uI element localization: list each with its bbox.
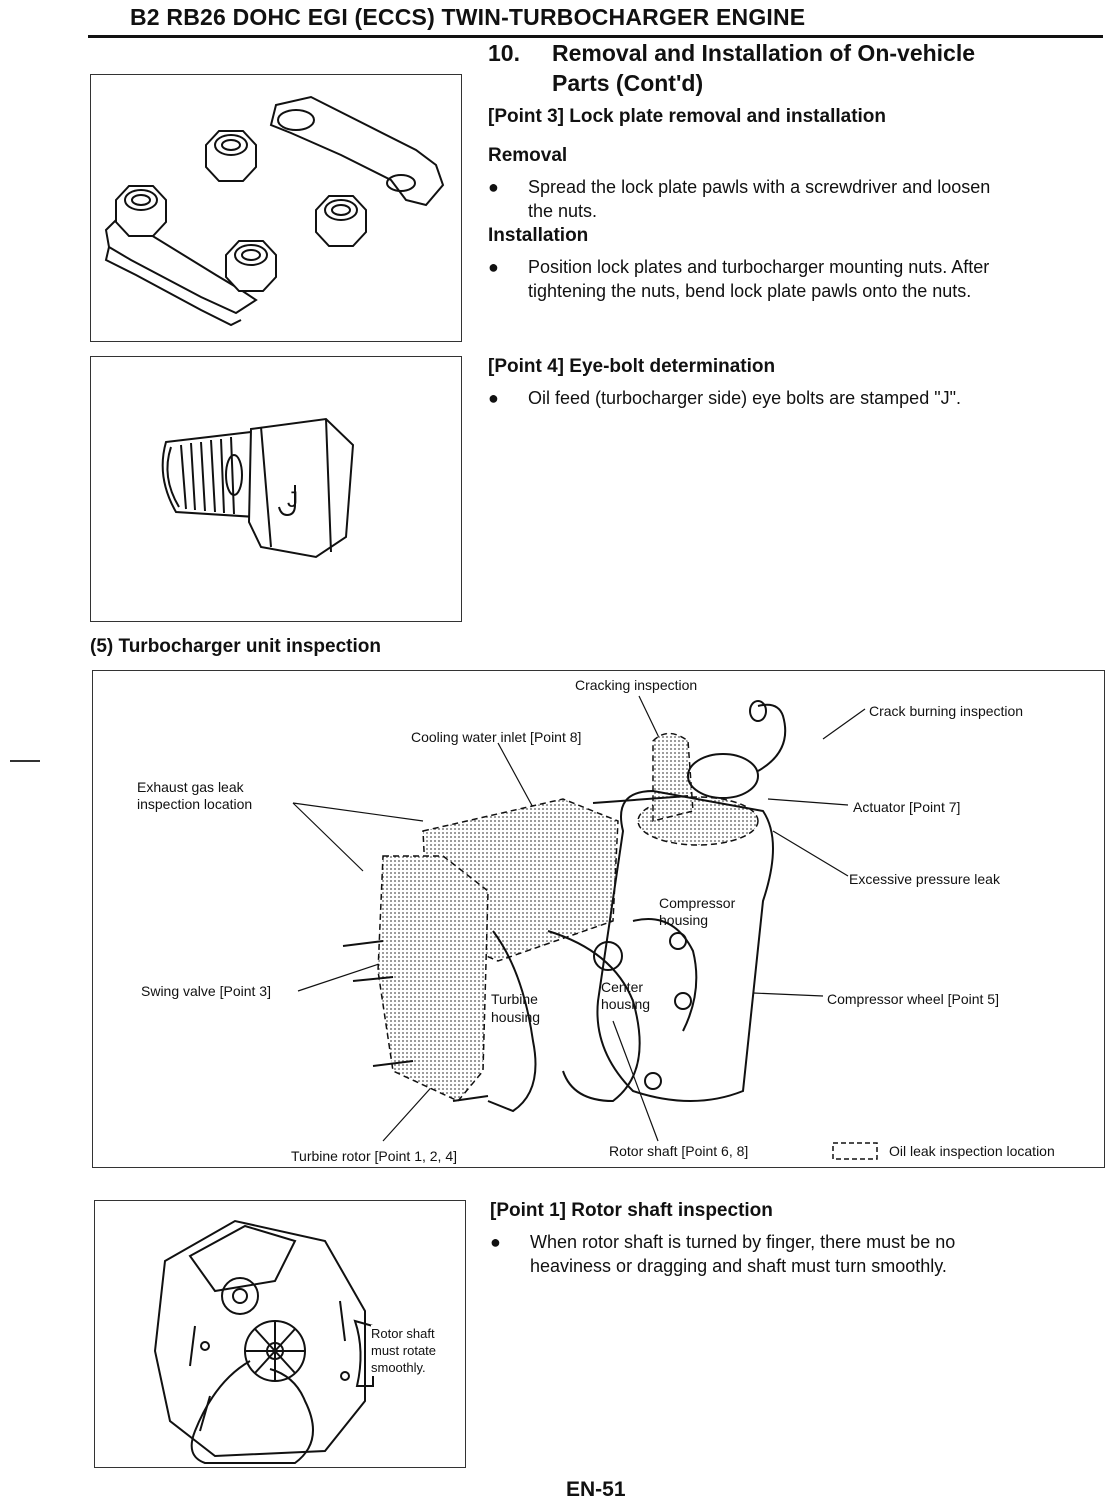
rotor-shaft-callout-line3: smoothly.: [371, 1360, 426, 1375]
page-number: EN-51: [566, 1478, 626, 1501]
installation-bullet-line2: tightening the nuts, bend lock plate paw…: [528, 281, 972, 301]
label-turbine-housing-2: housing: [491, 1009, 541, 1025]
section-number: 10.: [488, 40, 520, 66]
point4-bullet: ● Oil feed (turbocharger side) eye bolts…: [488, 386, 1108, 412]
turbocharger-illustration: [292, 695, 878, 1160]
turbocharger-figure: Cracking inspection Crack burning inspec…: [92, 670, 1105, 1168]
label-center-housing-2: housing: [601, 996, 651, 1012]
installation-bullet-line1: Position lock plates and turbocharger mo…: [528, 257, 990, 277]
label-turbine-housing-1: Turbine: [491, 991, 538, 1007]
label-cooling-water: Cooling water inlet [Point 8]: [411, 729, 582, 745]
label-turbine-rotor: Turbine rotor [Point 1, 2, 4]: [291, 1148, 458, 1164]
section-title-line2: Parts (Cont'd): [552, 70, 704, 96]
label-actuator: Actuator [Point 7]: [853, 799, 961, 815]
point1-heading: [Point 1] Rotor shaft inspection: [490, 1200, 773, 1221]
label-cracking-inspection: Cracking inspection: [575, 677, 698, 693]
label-crack-burning: Crack burning inspection: [869, 703, 1024, 719]
bullet-dot: ●: [488, 388, 499, 408]
label-oil-leak-legend: Oil leak inspection location: [889, 1143, 1055, 1159]
removal-bullet-line1: Spread the lock plate pawls with a screw…: [528, 177, 991, 197]
bullet-dot: ●: [490, 1232, 501, 1252]
removal-bullet: ● Spread the lock plate pawls with a scr…: [488, 175, 1108, 225]
installation-bullet: ● Position lock plates and turbocharger …: [488, 255, 1108, 305]
lock-plate-illustration: [104, 95, 445, 327]
point4-heading: [Point 4] Eye-bolt determination: [488, 356, 776, 377]
point4-bullet-text: Oil feed (turbocharger side) eye bolts a…: [528, 388, 961, 408]
label-swing-valve: Swing valve [Point 3]: [141, 983, 271, 999]
label-compressor-housing-1: Compressor: [659, 895, 736, 911]
point1-bullet: ● When rotor shaft is turned by finger, …: [490, 1230, 1110, 1280]
label-exhaust-leak-2: inspection location: [137, 796, 253, 812]
label-compressor-housing-2: housing: [659, 912, 709, 928]
removal-heading: Removal: [488, 145, 568, 166]
rotor-shaft-illustration: [153, 1219, 374, 1464]
eye-bolt-illustration: [161, 417, 355, 559]
rotor-shaft-callout: Rotor shaft must rotate smoothly.: [371, 1325, 437, 1376]
margin-tick: [10, 760, 40, 762]
point1-bullet-line1: When rotor shaft is turned by finger, th…: [530, 1232, 956, 1252]
label-exhaust-leak-1: Exhaust gas leak: [137, 779, 244, 795]
removal-bullet-line2: the nuts.: [528, 201, 598, 221]
rotor-shaft-figure: Rotor shaft must rotate smoothly.: [94, 1200, 466, 1468]
point1-bullet-line2: heaviness or dragging and shaft must tur…: [530, 1256, 947, 1276]
eye-bolt-figure: J: [90, 356, 462, 622]
label-compressor-wheel: Compressor wheel [Point 5]: [827, 991, 999, 1007]
installation-heading: Installation: [488, 225, 589, 246]
inspection-heading: (5) Turbocharger unit inspection: [90, 636, 381, 657]
header-title: B2 RB26 DOHC EGI (ECCS) TWIN-TURBOCHARGE…: [130, 4, 806, 30]
label-center-housing-1: Center: [601, 979, 644, 995]
point3-heading: [Point 3] Lock plate removal and install…: [488, 106, 887, 127]
stamp-letter: J: [287, 487, 298, 512]
header-rule: [88, 35, 1103, 38]
bullet-dot: ●: [488, 257, 499, 277]
bullet-dot: ●: [488, 177, 499, 197]
label-rotor-shaft: Rotor shaft [Point 6, 8]: [609, 1143, 749, 1159]
lock-plate-figure: [90, 74, 462, 342]
section-title-line1: Removal and Installation of On-vehicle: [552, 40, 976, 66]
rotor-shaft-callout-line1: Rotor shaft: [371, 1326, 435, 1341]
rotor-shaft-callout-line2: must rotate: [371, 1343, 437, 1358]
label-excessive-pressure: Excessive pressure leak: [849, 871, 1000, 887]
